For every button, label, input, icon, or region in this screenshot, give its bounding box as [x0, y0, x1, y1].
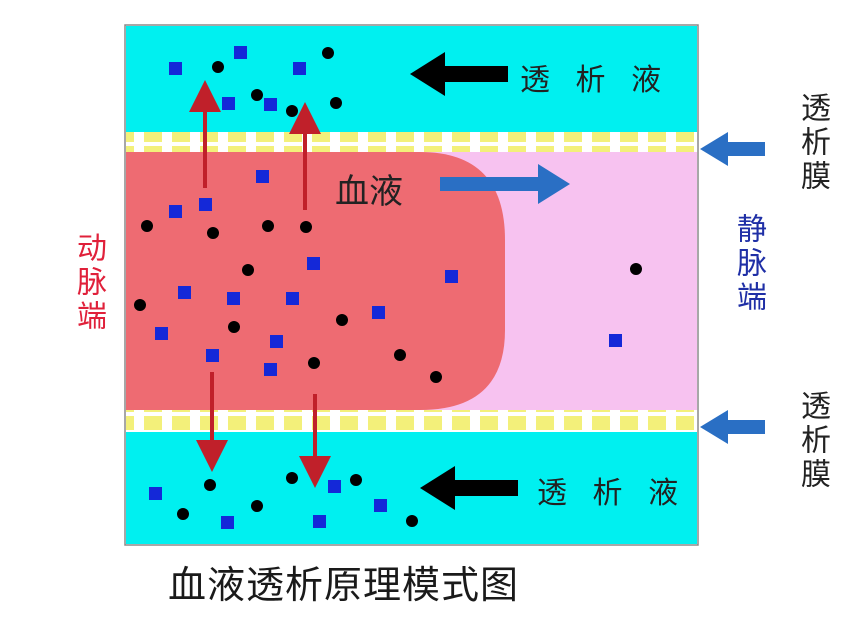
particle-dot — [251, 500, 263, 512]
arterial-blood-region — [126, 152, 505, 410]
dialysate-label-bottom: 透 析 液 — [537, 476, 687, 511]
particle-dot — [630, 263, 642, 275]
particle-dot — [336, 314, 348, 326]
solute-square — [222, 97, 235, 110]
solute-square — [155, 327, 168, 340]
solute-square — [169, 205, 182, 218]
venous-end-label: 静脉端 — [731, 213, 766, 315]
solute-square — [221, 516, 234, 529]
arterial-end-label: 动脉端 — [71, 232, 106, 334]
solute-square — [307, 257, 320, 270]
solute-square — [256, 170, 269, 183]
dialysate-label-top: 透 析 液 — [520, 63, 670, 98]
solute-square — [445, 270, 458, 283]
particle-dot — [212, 61, 224, 73]
solute-square — [149, 487, 162, 500]
membrane-label-top: 透析膜 — [795, 92, 830, 194]
particle-dot — [394, 349, 406, 361]
particle-dot — [430, 371, 442, 383]
particle-dot — [228, 321, 240, 333]
particle-dot — [262, 220, 274, 232]
bottom-membrane — [126, 410, 697, 432]
particle-dot — [300, 221, 312, 233]
solute-square — [264, 363, 277, 376]
blood-flow-arrow — [440, 164, 570, 204]
particle-dot — [134, 299, 146, 311]
solute-square — [374, 499, 387, 512]
solute-square — [199, 198, 212, 211]
solute-square — [227, 292, 240, 305]
membrane-pointer-bottom — [700, 410, 765, 444]
particle-dot — [286, 472, 298, 484]
solute-square — [328, 480, 341, 493]
particle-dot — [177, 508, 189, 520]
membrane-pointer-top — [700, 132, 765, 166]
particle-dot — [141, 220, 153, 232]
particle-dot — [251, 89, 263, 101]
diagram-title: 血液透析原理模式图 — [168, 563, 520, 607]
dialysate-flow-arrow-bottom — [420, 466, 518, 510]
solute-square — [206, 349, 219, 362]
top-membrane — [126, 132, 697, 152]
solute-square — [286, 292, 299, 305]
particle-dot — [204, 479, 216, 491]
solute-square — [293, 62, 306, 75]
particle-dot — [286, 105, 298, 117]
solute-square — [270, 335, 283, 348]
particle-dot — [406, 515, 418, 527]
particle-dot — [308, 357, 320, 369]
top-dialysate-compartment — [126, 26, 697, 132]
solute-squares — [149, 46, 622, 529]
particle-dot — [207, 227, 219, 239]
solute-square — [234, 46, 247, 59]
particle-dot — [330, 97, 342, 109]
solute-square — [372, 306, 385, 319]
particle-dots — [134, 47, 642, 527]
diffusion-arrows — [189, 80, 331, 488]
solute-square — [169, 62, 182, 75]
particle-dot — [350, 474, 362, 486]
solute-square — [313, 515, 326, 528]
solute-square — [178, 286, 191, 299]
membrane-label-bottom: 透析膜 — [795, 390, 830, 492]
solute-square — [609, 334, 622, 347]
dialysate-flow-arrow-top — [410, 52, 508, 96]
solute-square — [264, 98, 277, 111]
particle-dot — [322, 47, 334, 59]
particle-dot — [242, 264, 254, 276]
blood-label: 血液 — [335, 172, 403, 212]
